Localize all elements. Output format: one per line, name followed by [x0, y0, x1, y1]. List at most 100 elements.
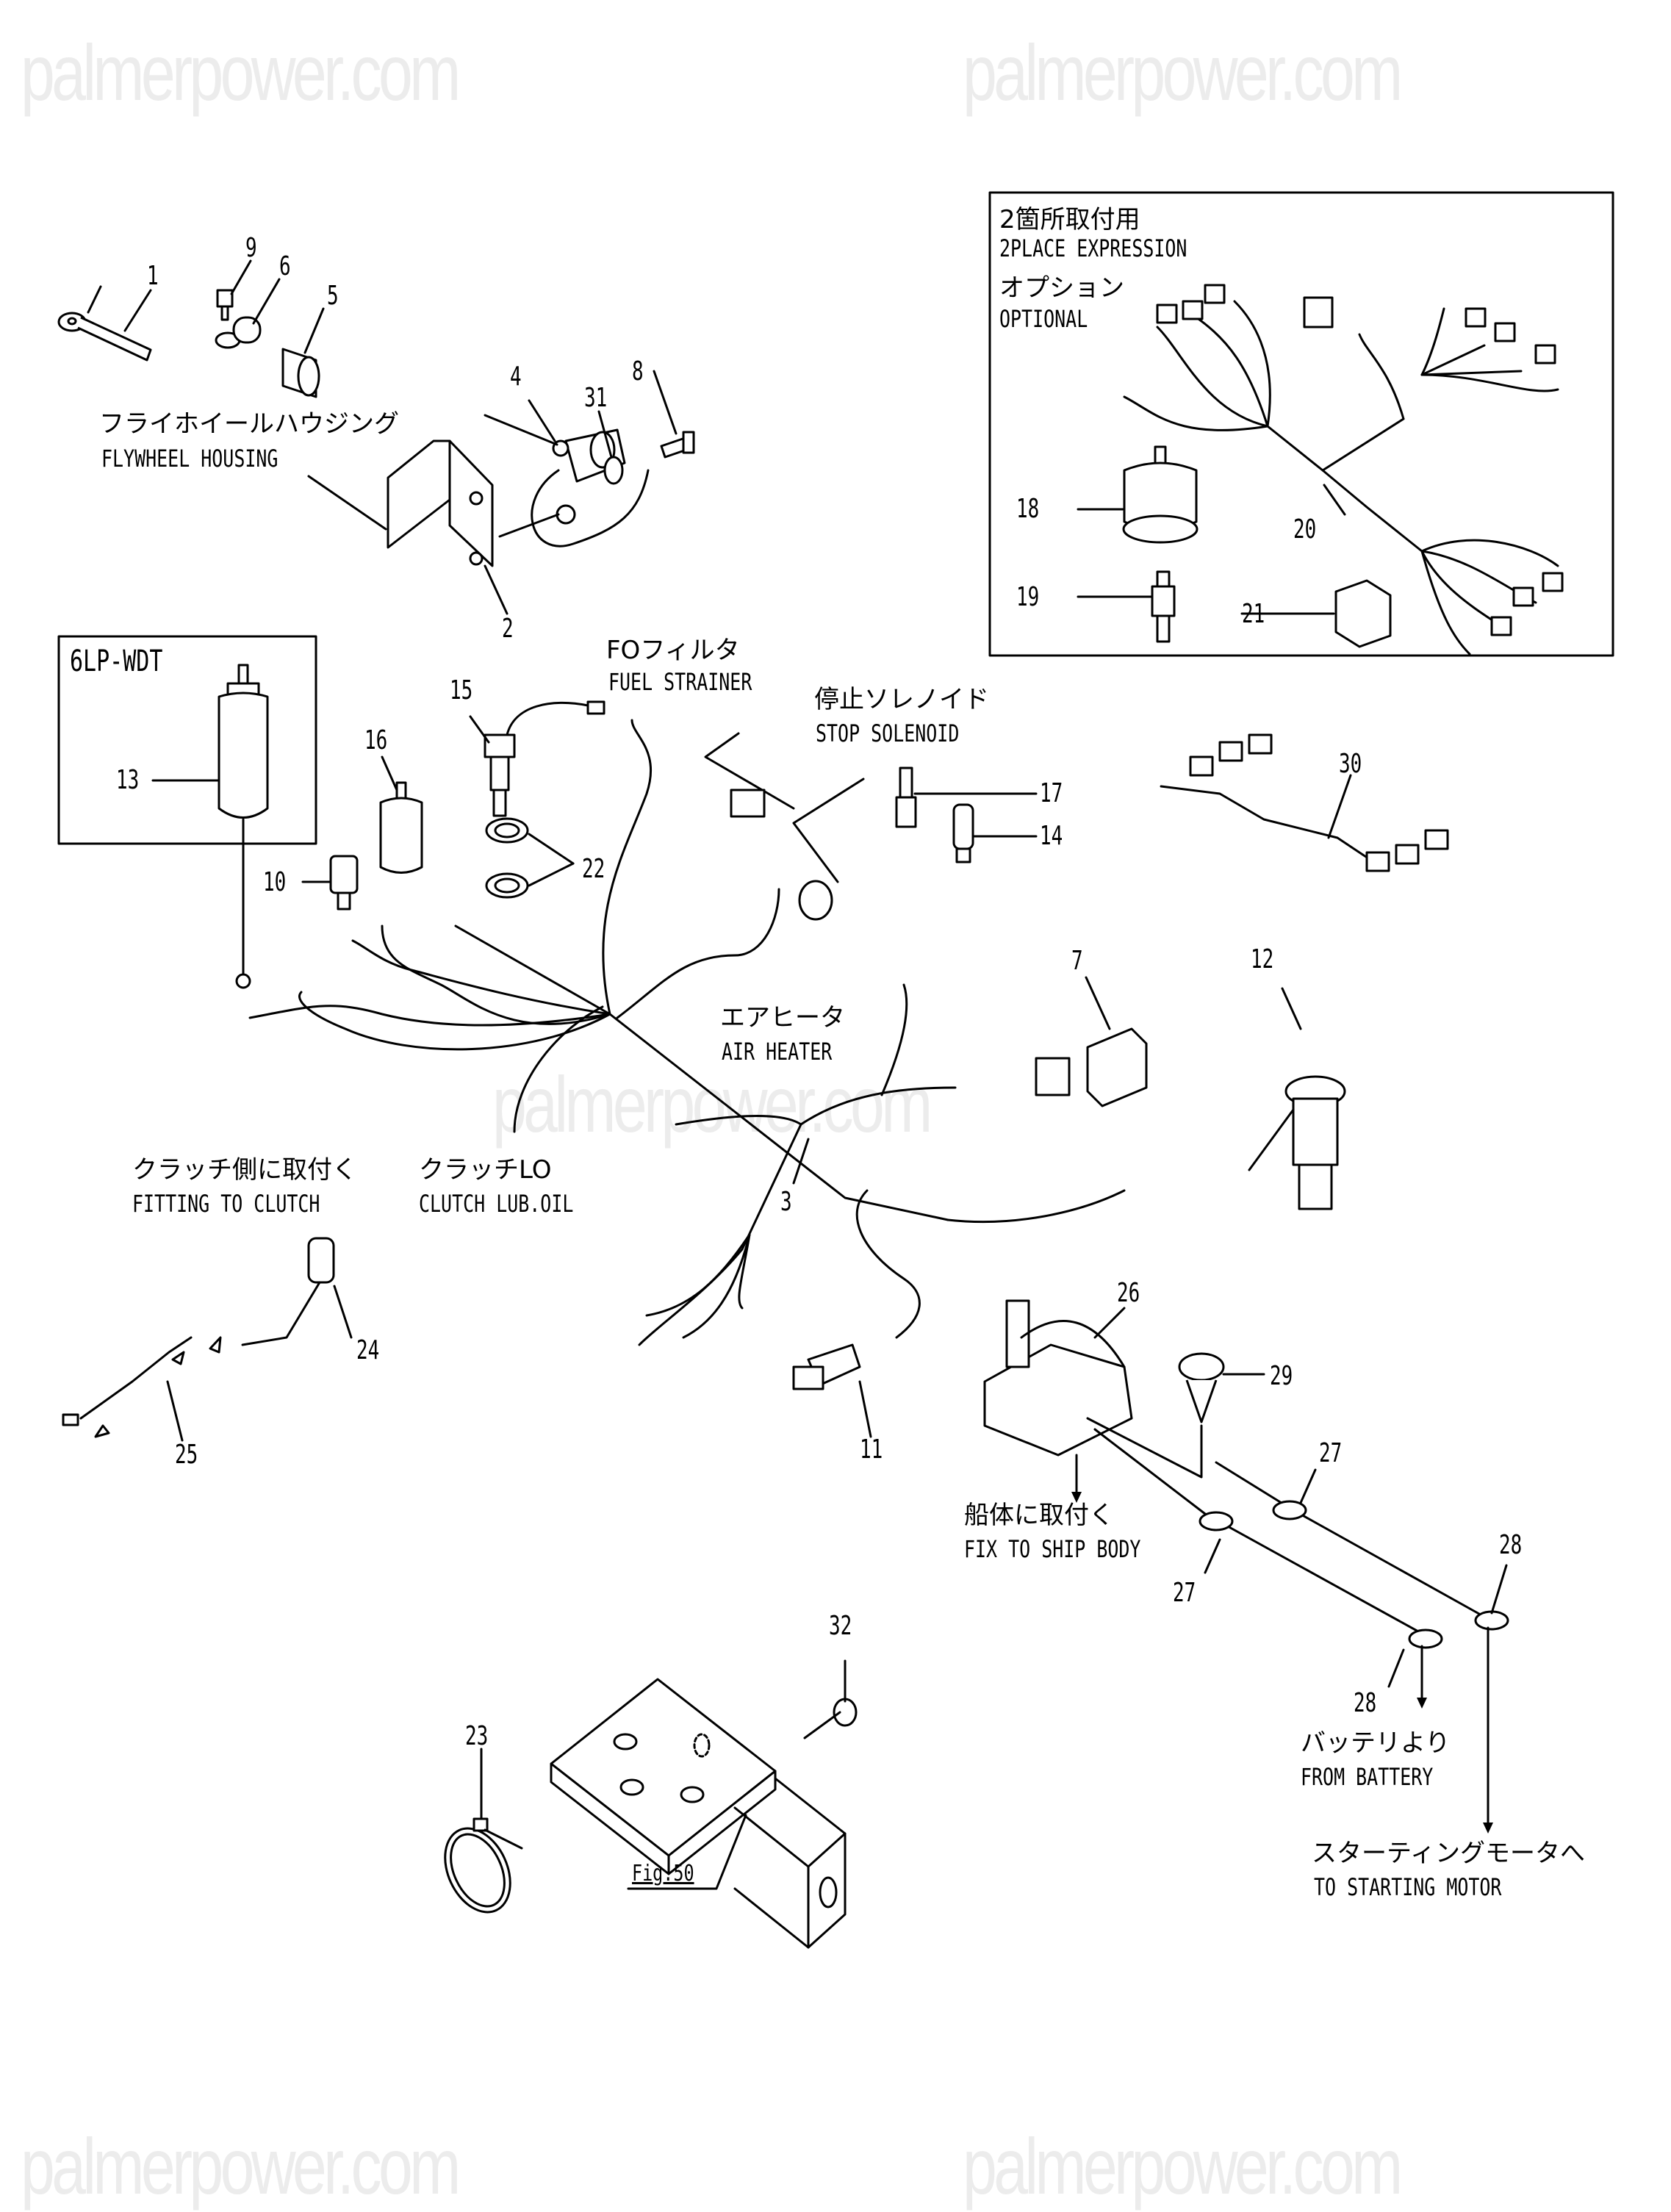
callout-28-lower: 28 — [1354, 1688, 1377, 1718]
stop-solenoid-connector — [798, 880, 833, 921]
fig50-block — [550, 1678, 847, 1949]
leader-24 — [333, 1285, 353, 1339]
leader-26 — [1093, 1307, 1126, 1339]
leader-7 — [1085, 976, 1111, 1030]
fitting-to-clutch-en: FITTING TO CLUTCH — [132, 1190, 320, 1218]
part-24-clutch-sensor — [241, 1237, 335, 1346]
part-32-plug — [803, 1698, 858, 1739]
part-26-battery-switch — [983, 1299, 1133, 1457]
part-29-screw — [1178, 1352, 1225, 1423]
callout-14: 14 — [1040, 821, 1063, 851]
from-battery-jp: バッテリより — [1301, 1728, 1451, 1758]
stop-solenoid-en: STOP SOLENOID — [816, 719, 960, 747]
leader-flywheel-housing — [307, 475, 387, 531]
callout-27-upper: 27 — [1319, 1438, 1343, 1468]
connector-fuel-strainer — [730, 789, 766, 818]
flywheel-housing-en: FLYWHEEL HOUSING — [101, 445, 278, 473]
callout-21: 21 — [1242, 599, 1265, 629]
callout-27-lower: 27 — [1173, 1578, 1196, 1608]
leader-25 — [166, 1380, 184, 1442]
stop-solenoid-jp: 停止ソレノイド — [814, 685, 989, 714]
leader-31 — [597, 410, 613, 459]
battery-cable-upper — [1215, 1461, 1509, 1631]
fitting-to-clutch-jp: クラッチ側に取付く — [132, 1155, 357, 1185]
part-13-pressure-sender — [218, 664, 269, 989]
part-21-relay — [1334, 579, 1392, 648]
part-18-gauge-sender — [1122, 445, 1199, 544]
part-12-sensor — [1248, 1075, 1346, 1210]
option-box-frame — [988, 191, 1614, 657]
part-30-harness — [1160, 733, 1449, 872]
part-3-main-harness — [248, 719, 1126, 1346]
option-box-title-en: 2PLACE EXPRESSION — [999, 234, 1187, 262]
leader-4b — [498, 513, 560, 538]
callout-8: 8 — [632, 356, 644, 387]
part-15-temp-sensor — [484, 700, 605, 817]
arrowhead-battery — [1417, 1698, 1427, 1709]
part-16-pressure-sender — [379, 781, 423, 874]
part-10-switch — [329, 855, 359, 911]
callout-25: 25 — [175, 1440, 198, 1470]
part-22-washers — [485, 817, 529, 899]
callout-32: 32 — [829, 1611, 852, 1641]
fuel-strainer-jp: FOフィルタ — [606, 636, 740, 665]
callout-5: 5 — [327, 281, 339, 311]
leader-5 — [303, 307, 325, 354]
variant-box-title: 6LP-WDT — [70, 644, 163, 678]
callout-18: 18 — [1016, 494, 1040, 524]
flywheel-housing-jp: フライホイールハウジング — [99, 409, 399, 439]
screw-insertion-line — [1086, 1417, 1203, 1479]
part-25-harness — [62, 1336, 222, 1438]
leader-28b — [1387, 1648, 1405, 1688]
callout-11: 11 — [860, 1434, 883, 1465]
part-17-sensor — [895, 766, 917, 828]
battery-cable-lower — [1093, 1428, 1443, 1649]
callout-10: 10 — [263, 867, 287, 897]
stop-solenoid-arrow — [792, 778, 865, 883]
part-23-hose-band — [444, 1817, 523, 1914]
part-20-option-harness — [1123, 284, 1564, 656]
callout-26: 26 — [1117, 1278, 1140, 1308]
part-5-sleeve — [281, 348, 320, 398]
leader-12 — [1281, 987, 1302, 1030]
callout-29: 29 — [1270, 1361, 1293, 1391]
callout-22: 22 — [582, 854, 605, 884]
callout-20: 20 — [1293, 514, 1317, 545]
part-6-clamp — [215, 316, 262, 349]
part-11-switch — [792, 1343, 861, 1390]
watermark-center: palmerpower.com — [492, 1060, 932, 1149]
part-1-ring-terminal — [57, 312, 152, 362]
leader-9 — [230, 259, 252, 295]
leader-16 — [381, 755, 398, 791]
part-19-temp-sender — [1151, 570, 1176, 643]
callout-6: 6 — [279, 251, 291, 281]
leader-22b — [528, 862, 575, 887]
option-box-title-jp: 2箇所取付用 — [999, 205, 1140, 234]
leader-2 — [484, 564, 509, 615]
leader-15 — [469, 715, 490, 744]
callout-16: 16 — [364, 725, 388, 755]
callout-2: 2 — [502, 614, 514, 644]
callout-3: 3 — [780, 1187, 792, 1217]
leader-11 — [858, 1380, 872, 1438]
fix-to-ship-body-jp: 船体に取付く — [964, 1501, 1114, 1530]
leader-6 — [252, 278, 281, 325]
fig50-leader — [627, 1814, 747, 1890]
figure-reference-link[interactable]: Fig.50 — [632, 1861, 694, 1886]
callout-23: 23 — [465, 1721, 489, 1751]
part-9-bolt — [216, 289, 234, 321]
leader-1b — [123, 289, 152, 332]
air-heater-jp: エアヒータ — [720, 1003, 845, 1033]
connector-relay — [1035, 1057, 1071, 1096]
to-starting-motor-en: TO STARTING MOTOR — [1314, 1873, 1502, 1901]
watermark-top-left: palmerpower.com — [21, 28, 461, 117]
option-box-subtitle-en: OPTIONAL — [999, 305, 1088, 333]
watermark-bottom-left: palmerpower.com — [21, 2122, 461, 2211]
fix-to-ship-body-en: FIX TO SHIP BODY — [964, 1535, 1141, 1563]
fuel-strainer-en: FUEL STRAINER — [608, 668, 752, 696]
watermark-top-right: palmerpower.com — [963, 28, 1403, 117]
callout-7: 7 — [1071, 946, 1083, 976]
callout-19: 19 — [1016, 582, 1040, 612]
